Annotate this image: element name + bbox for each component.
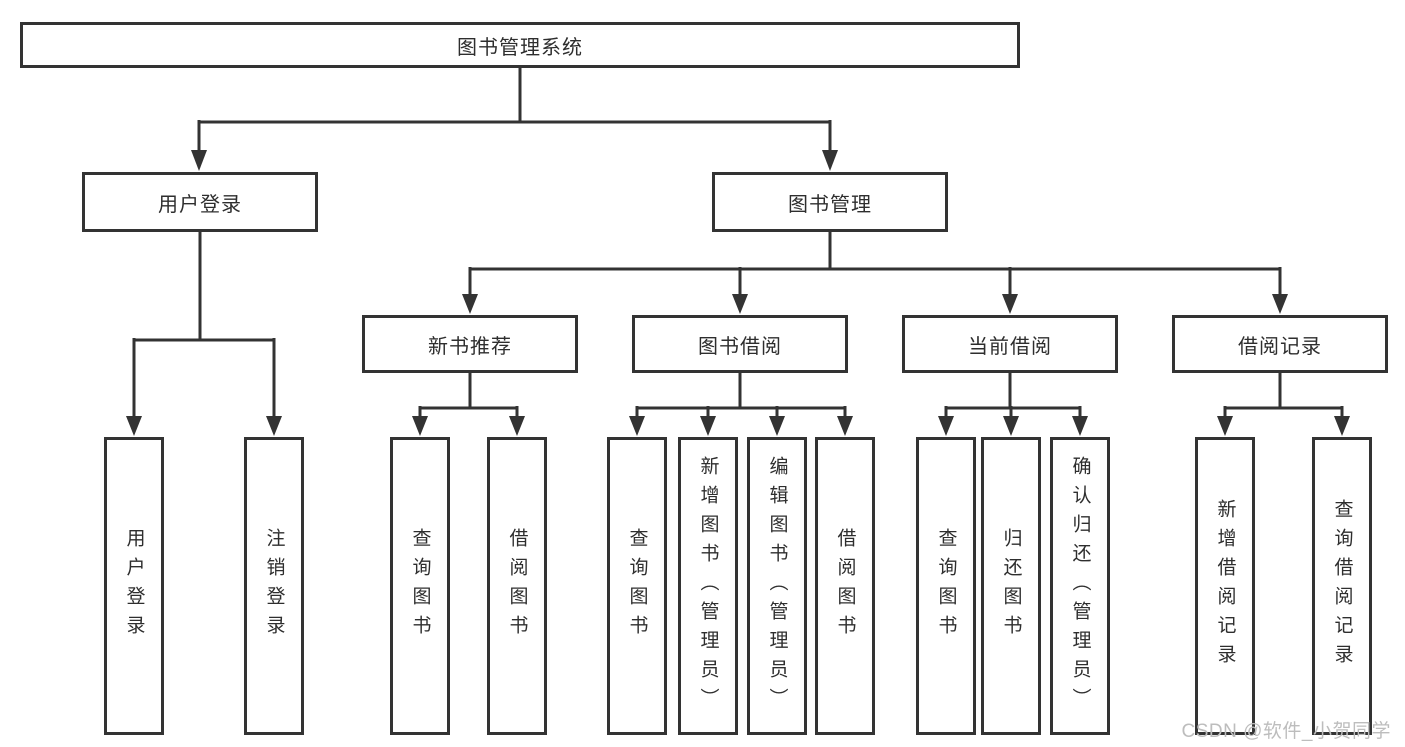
leaf-borrow-books-borrowing-label: 借阅图书 xyxy=(834,528,856,644)
leaf-borrow-books-recommend-label: 借阅图书 xyxy=(506,528,528,644)
node-book-management-label: 图书管理 xyxy=(788,193,872,216)
arrowhead xyxy=(629,416,645,436)
arrowhead xyxy=(509,416,525,436)
node-current-borrowing-label: 当前借阅 xyxy=(968,335,1052,358)
node-user-login: 用户登录 xyxy=(82,172,318,232)
node-root-label: 图书管理系统 xyxy=(457,36,583,59)
leaf-add-borrow-record: 新增借阅记录 xyxy=(1195,437,1255,735)
node-new-book-recommend: 新书推荐 xyxy=(362,315,578,373)
leaf-edit-books-admin: 编辑图书（管理员） xyxy=(747,437,807,735)
arrowhead xyxy=(1072,416,1088,436)
node-current-borrowing: 当前借阅 xyxy=(902,315,1118,373)
arrowhead xyxy=(1272,294,1288,314)
arrowhead xyxy=(1002,294,1018,314)
watermark: CSDN @软件_小贺同学 xyxy=(1181,721,1391,742)
arrowhead xyxy=(126,416,142,436)
arrowhead xyxy=(191,150,207,171)
node-book-borrowing-label: 图书借阅 xyxy=(698,335,782,358)
leaf-query-books-recommend-label: 查询图书 xyxy=(409,528,431,644)
leaf-query-borrow-record: 查询借阅记录 xyxy=(1312,437,1372,735)
arrowhead xyxy=(1334,416,1350,436)
leaf-return-books: 归还图书 xyxy=(981,437,1041,735)
leaf-query-books-borrowing: 查询图书 xyxy=(607,437,667,735)
node-new-book-recommend-label: 新书推荐 xyxy=(428,335,512,358)
leaf-query-borrow-record-label: 查询借阅记录 xyxy=(1331,499,1353,673)
arrowhead xyxy=(266,416,282,436)
arrowhead xyxy=(1003,416,1019,436)
leaf-edit-books-admin-label: 编辑图书（管理员） xyxy=(766,455,788,717)
node-user-login-label: 用户登录 xyxy=(158,193,242,216)
arrowhead xyxy=(822,150,838,171)
leaf-logout-label: 注销登录 xyxy=(263,528,285,644)
node-book-management: 图书管理 xyxy=(712,172,948,232)
leaf-logout: 注销登录 xyxy=(244,437,304,735)
arrowhead xyxy=(837,416,853,436)
node-book-borrowing: 图书借阅 xyxy=(632,315,848,373)
leaf-query-books-recommend: 查询图书 xyxy=(390,437,450,735)
node-borrowing-records-label: 借阅记录 xyxy=(1238,335,1322,358)
arrowhead xyxy=(938,416,954,436)
connector-path xyxy=(132,68,1344,420)
node-root: 图书管理系统 xyxy=(20,22,1020,68)
leaf-add-books-admin-label: 新增图书（管理员） xyxy=(697,455,719,717)
leaf-user-login: 用户登录 xyxy=(104,437,164,735)
leaf-add-books-admin: 新增图书（管理员） xyxy=(678,437,738,735)
arrowhead xyxy=(700,416,716,436)
arrowhead xyxy=(412,416,428,436)
leaf-confirm-return-admin: 确认归还（管理员） xyxy=(1050,437,1110,735)
leaf-confirm-return-admin-label: 确认归还（管理员） xyxy=(1069,455,1091,717)
leaf-query-books-current-label: 查询图书 xyxy=(935,528,957,644)
arrowhead xyxy=(769,416,785,436)
leaf-add-borrow-record-label: 新增借阅记录 xyxy=(1214,499,1236,673)
arrowhead xyxy=(732,294,748,314)
arrowhead xyxy=(462,294,478,314)
leaf-user-login-label: 用户登录 xyxy=(123,528,145,644)
leaf-query-books-current: 查询图书 xyxy=(916,437,976,735)
node-borrowing-records: 借阅记录 xyxy=(1172,315,1388,373)
leaf-query-books-borrowing-label: 查询图书 xyxy=(626,528,648,644)
leaf-return-books-label: 归还图书 xyxy=(1000,528,1022,644)
leaf-borrow-books-recommend: 借阅图书 xyxy=(487,437,547,735)
arrowhead xyxy=(1217,416,1233,436)
leaf-borrow-books-borrowing: 借阅图书 xyxy=(815,437,875,735)
